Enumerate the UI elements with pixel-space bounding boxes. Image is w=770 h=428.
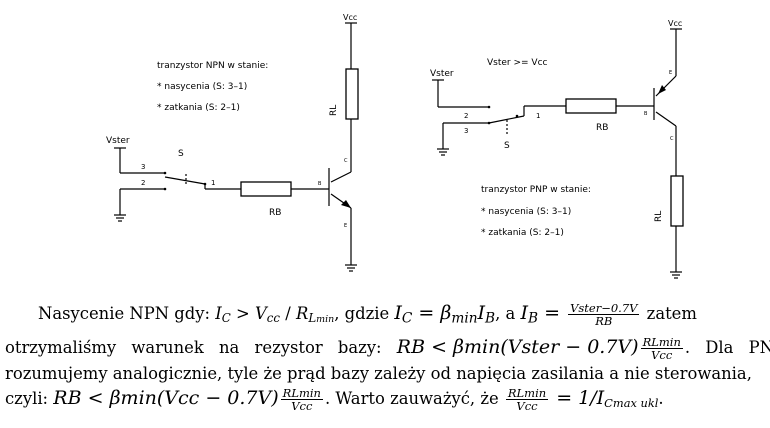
- pnp-state1: * nasycenia (S: 3–1): [481, 207, 571, 217]
- npn-state2: * zatkania (S: 2–1): [157, 103, 240, 113]
- text-line-2: otrzymaliśmy warunek na rezystor bazy: R…: [5, 336, 770, 361]
- pnp-b-pin: B: [644, 111, 648, 117]
- text-line-3: rozumujemy analogicznie, tyle że prąd ba…: [5, 364, 752, 383]
- pnp-emitter-arrow: [658, 85, 666, 94]
- pnp-rl-label: RL: [654, 211, 664, 222]
- l1-rl: RLmin: [295, 304, 335, 325]
- npn-vster-label: Vster: [106, 136, 130, 146]
- pnp-vster-label: Vster: [430, 69, 454, 79]
- l4-czyli: czyli:: [5, 389, 54, 409]
- circuit-diagram: Vcc RL C B E RB S 1 3 Vster 2: [106, 13, 684, 279]
- pnp-rb-resistor: [565, 98, 617, 114]
- npn-emitter-arrow: [341, 200, 351, 208]
- pnp-rb-label: RB: [596, 123, 608, 133]
- npn-e-pin: E: [344, 223, 347, 229]
- pnp-state2: * zatkania (S: 2–1): [481, 228, 564, 238]
- pnp-title: tranzystor PNP w stanie:: [481, 185, 591, 195]
- pnp-switch-blade: [488, 115, 525, 124]
- npn-pin1: 1: [211, 179, 215, 187]
- pnp-pin1: 1: [536, 112, 540, 120]
- pnp-vcc-label: Vcc: [668, 19, 682, 28]
- npn-circuit: Vcc RL C B E RB S 1 3 Vster 2: [106, 13, 359, 272]
- npn-pin2: 2: [141, 179, 145, 187]
- pnp-pin2: 2: [464, 112, 468, 120]
- pnp-switch-pivot: [515, 114, 519, 118]
- pnp-circuit: Vcc E B C RL RB 1 S Vster 2 3: [430, 19, 684, 279]
- l4-end: .: [658, 389, 664, 409]
- pnp-switch-label: S: [504, 141, 510, 151]
- npn-pin3-dot: [163, 171, 167, 175]
- l1-gt: >: [230, 304, 255, 324]
- npn-pin3: 3: [141, 163, 145, 171]
- npn-rb-label: RB: [269, 208, 281, 218]
- l1-ic: IC: [215, 304, 231, 325]
- l1-ib: IB =: [520, 302, 567, 327]
- pnp-rl-resistor: [670, 175, 684, 227]
- npn-b-pin: B: [318, 181, 322, 187]
- l4-warto: . Warto zauważyć, że: [324, 389, 504, 409]
- l1-vcc: Vcc: [254, 304, 281, 325]
- npn-switch-pivot: [203, 182, 207, 186]
- l1-gdzie: , gdzie: [334, 304, 395, 324]
- pnp-pin3-dot: [487, 121, 491, 125]
- npn-title: tranzystor NPN w stanie:: [157, 61, 268, 71]
- l1-zatem: zatem: [641, 304, 697, 324]
- npn-rl-resistor: [345, 68, 359, 120]
- pnp-pin3: 3: [464, 127, 468, 135]
- npn-switch-label: S: [178, 149, 184, 159]
- npn-rl-label: RL: [329, 105, 339, 116]
- l4-eq: = 1/ICmax ukl: [550, 387, 659, 410]
- pnp-condition: Vster >= Vcc: [487, 58, 548, 68]
- pnp-c-pin: C: [670, 136, 674, 142]
- l2-formula: RB < βmin(Vster − 0.7V): [396, 336, 639, 359]
- l1-eq1: IC = βminIB: [394, 302, 496, 327]
- l1-intro: Nasycenie NPN gdy:: [38, 304, 216, 324]
- l1-a: , a: [495, 304, 521, 324]
- npn-rb-resistor: [240, 181, 292, 197]
- npn-pin2-dot: [163, 187, 167, 191]
- l1-slash: /: [280, 304, 296, 324]
- pnp-e-pin: E: [669, 70, 672, 76]
- npn-vcc-label: Vcc: [343, 13, 357, 22]
- l4-formula: RB < βmin(Vcc − 0.7V): [53, 387, 279, 410]
- text-line-1: Nasycenie NPN gdy: IC > Vcc / RLmin, gdz…: [5, 302, 762, 327]
- npn-c-pin: C: [344, 158, 348, 164]
- pnp-collector-lead: [655, 111, 677, 127]
- pnp-pin2-dot: [487, 105, 491, 109]
- npn-state1: * nasycenia (S: 3–1): [157, 82, 247, 92]
- npn-collector-lead: [330, 171, 352, 183]
- l2-dla-pnp: . Dla PNP: [684, 338, 770, 358]
- circuit-figure: Vcc RL C B E RB S 1 3 Vster 2: [105, 12, 693, 280]
- l2-intro: otrzymaliśmy warunek na rezystor bazy:: [5, 338, 397, 358]
- npn-switch-blade: [164, 176, 206, 185]
